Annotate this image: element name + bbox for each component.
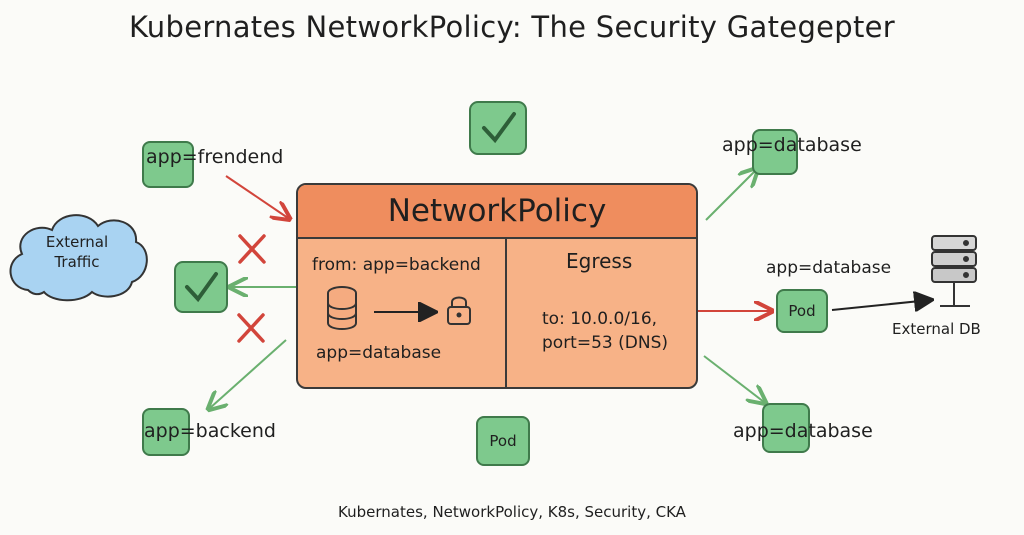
footer-tags: Kubernates, NetworkPolicy, K8s, Security… — [338, 503, 686, 521]
egress-port-label: port=53 (DNS) — [542, 333, 668, 353]
pod-box-right: Pod — [776, 289, 828, 333]
arrow-frontend-to-policy — [225, 175, 288, 218]
arrow-policy-to-database-bottom — [703, 355, 764, 402]
egress-to-label: to: 10.0.0/16, — [542, 309, 658, 329]
arrow-policy-to-backend — [210, 339, 287, 408]
backend-box — [142, 408, 190, 456]
database-bottom-box — [762, 403, 810, 453]
cloud-icon — [9, 214, 148, 302]
network-policy-box: NetworkPolicy from: app=backend app=data… — [296, 183, 698, 389]
frontend-box — [142, 141, 194, 188]
frontend-label: app=frendend — [146, 146, 284, 168]
backend-label: app=backend — [144, 420, 276, 442]
cross-icon-upper — [238, 234, 266, 264]
egress-title: Egress — [566, 249, 633, 273]
arrow-pod-to-external-db — [831, 300, 930, 310]
lock-icon — [447, 296, 471, 325]
checkmark-icon-left — [174, 261, 228, 313]
external-traffic-line1: External — [45, 233, 109, 251]
ingress-db-label: app=database — [316, 343, 442, 363]
server-icon — [931, 235, 977, 307]
database-top-box — [752, 129, 798, 175]
external-db-label: External DB — [892, 320, 981, 338]
external-traffic-line2: Traffic — [54, 253, 100, 271]
policy-header: NetworkPolicy — [298, 185, 696, 239]
ingress-from-label: from: app=backend — [312, 255, 481, 275]
external-traffic-label: External Traffic — [22, 232, 132, 272]
checkmark-icon-top — [469, 101, 527, 155]
pod-box-bottom: Pod — [476, 416, 530, 466]
diagram-title: Kubernates NetworkPolicy: The Security G… — [128, 10, 896, 44]
database-icon — [327, 286, 476, 330]
database-top-label: app=database — [722, 134, 862, 156]
arrow-policy-to-database-top — [705, 170, 756, 221]
database-bottom-label: app=database — [733, 420, 873, 442]
policy-divider — [505, 237, 507, 387]
database-middle-label: app=database — [766, 258, 892, 278]
cross-icon-lower — [237, 313, 265, 343]
